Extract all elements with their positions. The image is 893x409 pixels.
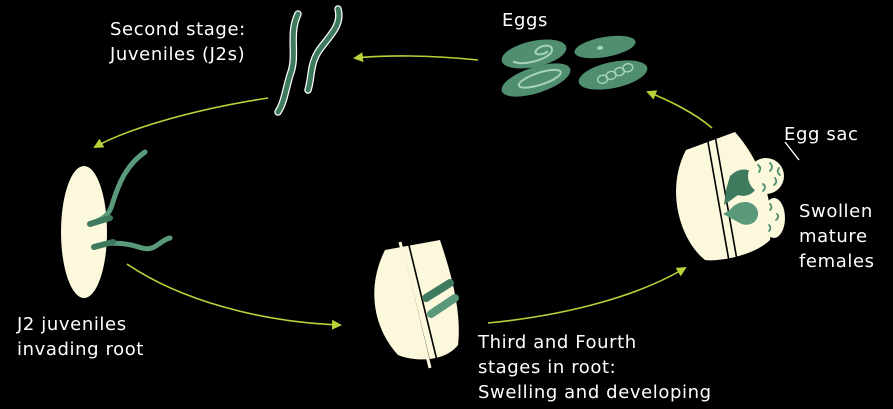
label-third-fourth-line1: Third and Fourth [478,330,712,355]
label-swollen-line3: females [799,249,875,274]
arrow-root-to-third [127,264,340,325]
j2-juvenile-worms [278,9,339,112]
label-second-stage-line2: Juveniles (J2s) [110,42,246,67]
label-swollen-line1: Swollen [799,199,875,224]
label-j2-invading-line1: J2 juveniles [17,312,144,337]
arrow-females-to-eggs [648,92,712,128]
arrow-third-to-females [488,268,685,323]
arrow-eggs-to-j2 [355,56,478,60]
label-second-stage: Second stage: Juveniles (J2s) [110,17,246,67]
label-egg-sac: Egg sac [784,122,858,147]
label-third-fourth-line2: stages in root: [478,355,712,380]
label-swollen-females: Swollen mature females [799,199,875,274]
label-j2-invading-line2: invading root [17,337,144,362]
eggs-cluster [498,32,650,104]
arrow-j2-to-root [95,98,268,147]
label-second-stage-line1: Second stage: [110,17,246,42]
root-segment-developing [374,229,459,380]
label-eggs: Eggs [502,8,548,33]
label-third-fourth: Third and Fourth stages in root: Swellin… [478,330,712,405]
label-third-fourth-line3: Swelling and developing [478,380,712,405]
root-segment-invasion [61,152,170,298]
label-swollen-line2: mature [799,224,875,249]
label-j2-invading: J2 juveniles invading root [17,312,144,362]
root-segment-mature-females [676,124,785,278]
